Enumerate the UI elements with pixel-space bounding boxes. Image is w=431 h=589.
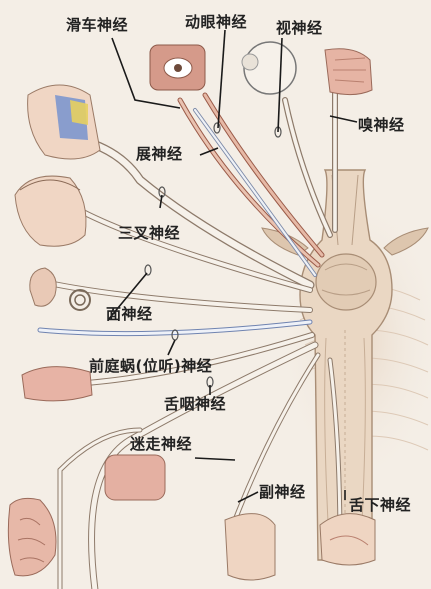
jaw-hypoglossal-illustration <box>320 514 375 565</box>
label-abducens-nerve: 展神经 <box>136 143 183 164</box>
thorax-abdomen-illustration <box>8 455 165 576</box>
eye-muscle-illustration <box>150 45 205 90</box>
label-olfactory-nerve: 嗅神经 <box>358 114 405 135</box>
label-trochlear-nerve: 滑车神经 <box>66 14 128 35</box>
label-accessory-nerve: 副神经 <box>259 481 306 502</box>
label-hypoglossal-nerve: 舌下神经 <box>349 494 411 515</box>
label-vagus-nerve: 迷走神经 <box>130 433 192 454</box>
label-optic-nerve: 视神经 <box>276 17 323 38</box>
label-oculomotor-nerve: 动眼神经 <box>185 11 247 32</box>
label-vestibulocochlear-nerve: 前庭蜗(位听)神经 <box>89 355 212 376</box>
nose-illustration <box>325 49 372 95</box>
label-facial-nerve: 面神经 <box>106 303 153 324</box>
label-trigeminal-nerve: 三叉神经 <box>118 222 180 243</box>
head-face-illustration <box>15 176 86 246</box>
label-glossopharyngeal-nerve: 舌咽神经 <box>164 393 226 414</box>
eyeball-illustration <box>242 42 296 94</box>
head-trigeminal-illustration <box>28 85 100 159</box>
tongue-illustration <box>22 367 92 401</box>
neck-accessory-illustration <box>225 514 275 580</box>
